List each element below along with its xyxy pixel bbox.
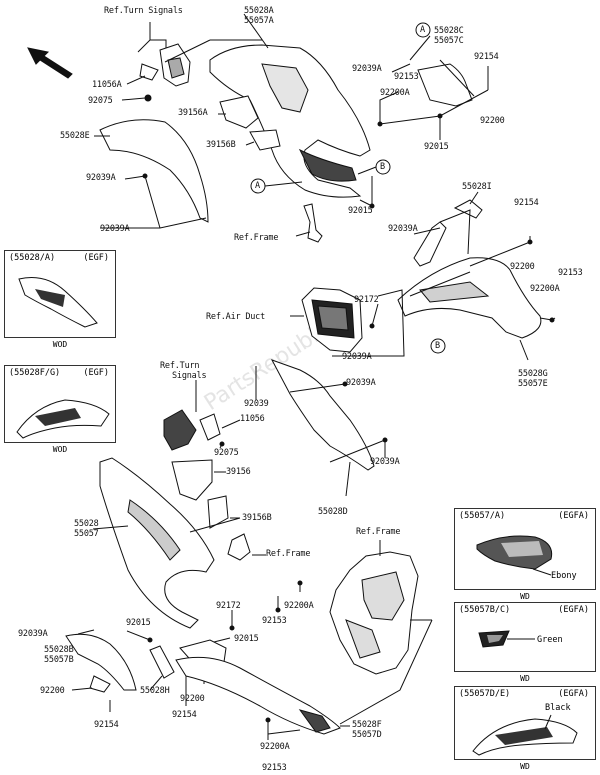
label-92075-mid: 92075 [214, 448, 239, 458]
label-ref-frame-top: Ref.Frame [234, 233, 279, 243]
label-92015-c: 92015 [126, 618, 151, 628]
label-55028D: 55028D [318, 507, 348, 517]
label-92153-a: 92153 [394, 72, 419, 82]
label-92015-b: 92015 [348, 206, 373, 216]
label-92039: 92039 [244, 399, 269, 409]
inset-title: (55057D/E) [459, 689, 511, 699]
label-11056A: 11056A [92, 80, 122, 90]
label-92200-d: 92200 [180, 694, 205, 704]
label-ref-turn-mid-1: Ref.Turn [160, 361, 200, 371]
label-11056: 11056 [240, 414, 265, 424]
inset-tag: (EGFA) [558, 511, 589, 521]
color-label-ebony: Ebony [551, 571, 577, 581]
label-ref-frame-low: Ref.Frame [356, 527, 401, 537]
label-92153-d: 92153 [262, 763, 287, 773]
inset-55028F-G: (55028F/G) (EGF) WOD [4, 365, 116, 454]
label-92172-a: 92172 [354, 295, 379, 305]
label-55028G: 55028G [518, 369, 548, 379]
inset-footer: WD [520, 592, 530, 601]
inset-footer: WOD [52, 445, 68, 454]
label-92039A-c: 92039A [352, 64, 382, 74]
inset-tag: (EGF) [83, 368, 109, 378]
label-39156A: 39156A [178, 108, 208, 118]
label-92039A-h: 92039A [18, 629, 48, 639]
label-55057A: 55057A [244, 16, 274, 26]
inset-title: (55057B/C) [459, 605, 511, 615]
label-92200A-a: 92200A [380, 88, 410, 98]
label-92039A-d: 92039A [388, 224, 418, 234]
color-label-black: Black [545, 703, 571, 713]
label-ref-air-duct: Ref.Air Duct [206, 312, 266, 322]
label-92200-a: 92200 [480, 116, 505, 126]
inset-fairing-drawing [476, 535, 553, 576]
label-92039A-f: 92039A [346, 378, 376, 388]
label-92200-c: 92200 [40, 686, 65, 696]
inset-fairing-drawing [18, 277, 98, 328]
inset-55057-a: (55057/A) (EGFA) Ebony WD [454, 508, 596, 601]
label-92039A-a: 92039A [86, 173, 116, 183]
inset-footer: WD [520, 762, 530, 771]
label-92154-d: 92154 [172, 710, 197, 720]
label-55028I: 55028I [462, 182, 492, 192]
label-92172-b: 92172 [216, 601, 241, 611]
label-92039A-e: 92039A [342, 352, 372, 362]
label-92153-c: 92153 [262, 616, 287, 626]
label-55028F: 55028F [352, 720, 382, 730]
label-92154-b: 92154 [514, 198, 539, 208]
inset-title: (55028/A) [9, 253, 56, 263]
label-55028E: 55028E [60, 131, 90, 141]
label-ref-turn-signals-top: Ref.Turn Signals [104, 6, 183, 16]
label-92075-top: 92075 [88, 96, 113, 106]
inset-55028-a: (55028/A) (EGF) WOD [4, 250, 116, 349]
front-direction-arrow-icon [27, 47, 73, 79]
label-92200A-b: 92200A [530, 284, 560, 294]
label-55028B: 55028B [44, 645, 74, 655]
inset-title: (55057/A) [459, 511, 506, 521]
label-92200-b: 92200 [510, 262, 535, 272]
label-39156B-mid: 39156B [242, 513, 272, 523]
label-39156B: 39156B [206, 140, 236, 150]
callout-b-mid: B [435, 341, 440, 351]
color-label-green: Green [537, 635, 563, 645]
label-55028: 55028 [74, 519, 99, 529]
inset-tag: (EGF) [83, 253, 109, 263]
inset-fairing-drawing [472, 714, 578, 756]
callout-a-top: A [420, 25, 425, 35]
label-92200A-c: 92200A [284, 601, 314, 611]
callout-a-mid: A [255, 181, 260, 191]
inset-footer: WD [520, 674, 530, 683]
label-55028H: 55028H [140, 686, 170, 696]
label-92200A-d: 92200A [260, 742, 290, 752]
inset-tag: (EGFA) [558, 689, 589, 699]
label-92015-d: 92015 [234, 634, 259, 644]
label-92039A-b: 92039A [100, 224, 130, 234]
inset-footer: WOD [52, 340, 68, 349]
inset-fairing-drawing [478, 630, 535, 648]
label-92039A-g: 92039A [370, 457, 400, 467]
label-39156: 39156 [226, 467, 251, 477]
label-92153-b: 92153 [558, 268, 583, 278]
label-55057: 55057 [74, 529, 99, 539]
label-55057D: 55057D [352, 730, 382, 740]
callout-b-top: B [380, 162, 385, 172]
label-55057E: 55057E [518, 379, 548, 389]
inset-title: (55028F/G) [9, 368, 61, 378]
label-92154-a: 92154 [474, 52, 499, 62]
label-55028C: 55028C [434, 26, 464, 36]
label-92154-c: 92154 [94, 720, 119, 730]
inset-55057B-C: (55057B/C) (EGFA) Green WD [454, 602, 596, 683]
label-92015-a: 92015 [424, 142, 449, 152]
inset-55057D-E: (55057D/E) (EGFA) Black WD [454, 686, 596, 771]
label-55028A: 55028A [244, 6, 274, 16]
label-ref-frame-mid: Ref.Frame [266, 549, 311, 559]
inset-tag: (EGFA) [558, 605, 589, 615]
inset-fairing-drawing [16, 399, 110, 439]
label-55057C: 55057C [434, 36, 464, 46]
label-55057B: 55057B [44, 655, 74, 665]
label-ref-turn-mid-2: Signals [172, 371, 207, 381]
